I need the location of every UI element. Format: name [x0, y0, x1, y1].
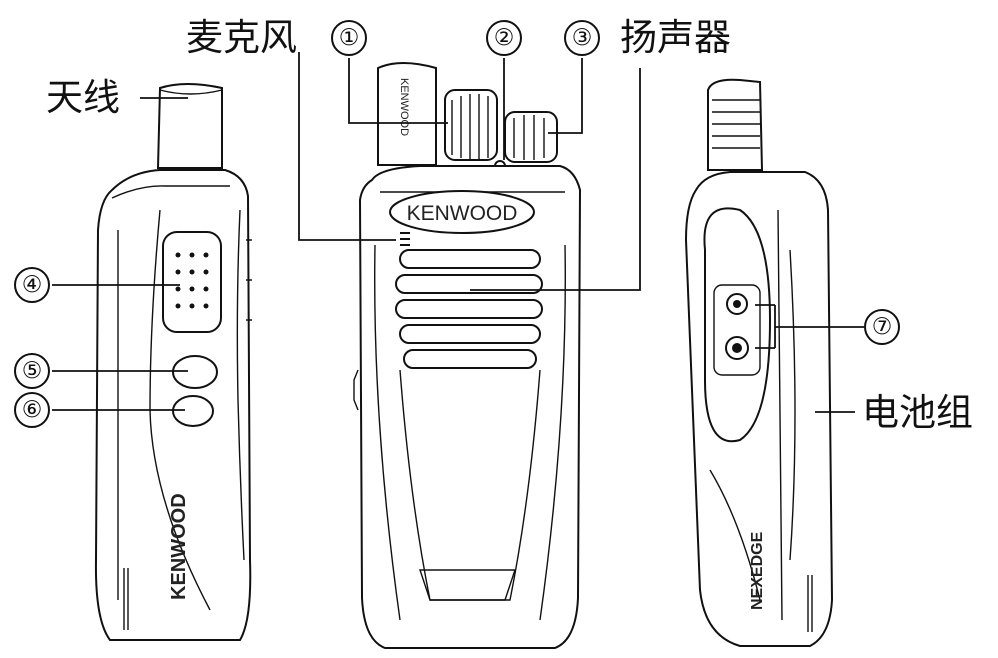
- volume-knob: [504, 111, 558, 163]
- front-antenna: [377, 62, 437, 166]
- leader-microphone: [298, 52, 396, 241]
- callout-6: ⑥: [22, 397, 43, 423]
- ptt-grip: [175, 252, 209, 309]
- knob-brand: KENWOOD: [398, 78, 410, 136]
- left-side-view: KENWOOD: [94, 83, 252, 641]
- mic-hole: [400, 232, 410, 246]
- side-key-lower: [172, 395, 214, 427]
- front-brand: KENWOOD: [407, 202, 518, 225]
- label-speaker: 扬声器: [620, 16, 731, 59]
- callout-5: ⑤: [22, 358, 43, 384]
- front-body: [358, 165, 582, 649]
- leader-speaker: [470, 68, 641, 291]
- callout-numbers: ① ② ③ ④ ⑤ ⑥ ⑦: [14, 20, 900, 428]
- callout-3: ③: [572, 25, 593, 51]
- front-view: KENWOOD KENWOOD: [353, 62, 582, 649]
- ptt-key: [162, 231, 222, 333]
- right-antenna: [707, 78, 764, 171]
- callout-4: ④: [22, 272, 43, 298]
- channel-knob: [444, 89, 498, 161]
- callout-7: ⑦: [872, 314, 893, 340]
- leader-lines: [52, 52, 864, 413]
- callout-2: ②: [494, 25, 515, 51]
- antenna: [156, 83, 223, 169]
- label-battery: 电池组: [862, 391, 973, 434]
- speaker-grille: [395, 249, 543, 369]
- label-microphone: 麦克风: [186, 16, 297, 59]
- text-labels: 麦克风 天线 扬声器 电池组: [46, 16, 973, 434]
- accessory-cover: [703, 207, 772, 443]
- leader-1: [348, 58, 448, 124]
- right-brand: NEXEDGE: [749, 531, 766, 610]
- right-side-view: NEXEDGE: [684, 78, 834, 647]
- label-antenna: 天线: [46, 76, 120, 119]
- side-key-upper: [172, 355, 218, 389]
- leader-3: [548, 58, 583, 134]
- left-brand: KENWOOD: [168, 493, 190, 600]
- front-badge: [389, 190, 535, 234]
- callout-1: ①: [339, 25, 360, 51]
- jack-plate: [713, 284, 761, 376]
